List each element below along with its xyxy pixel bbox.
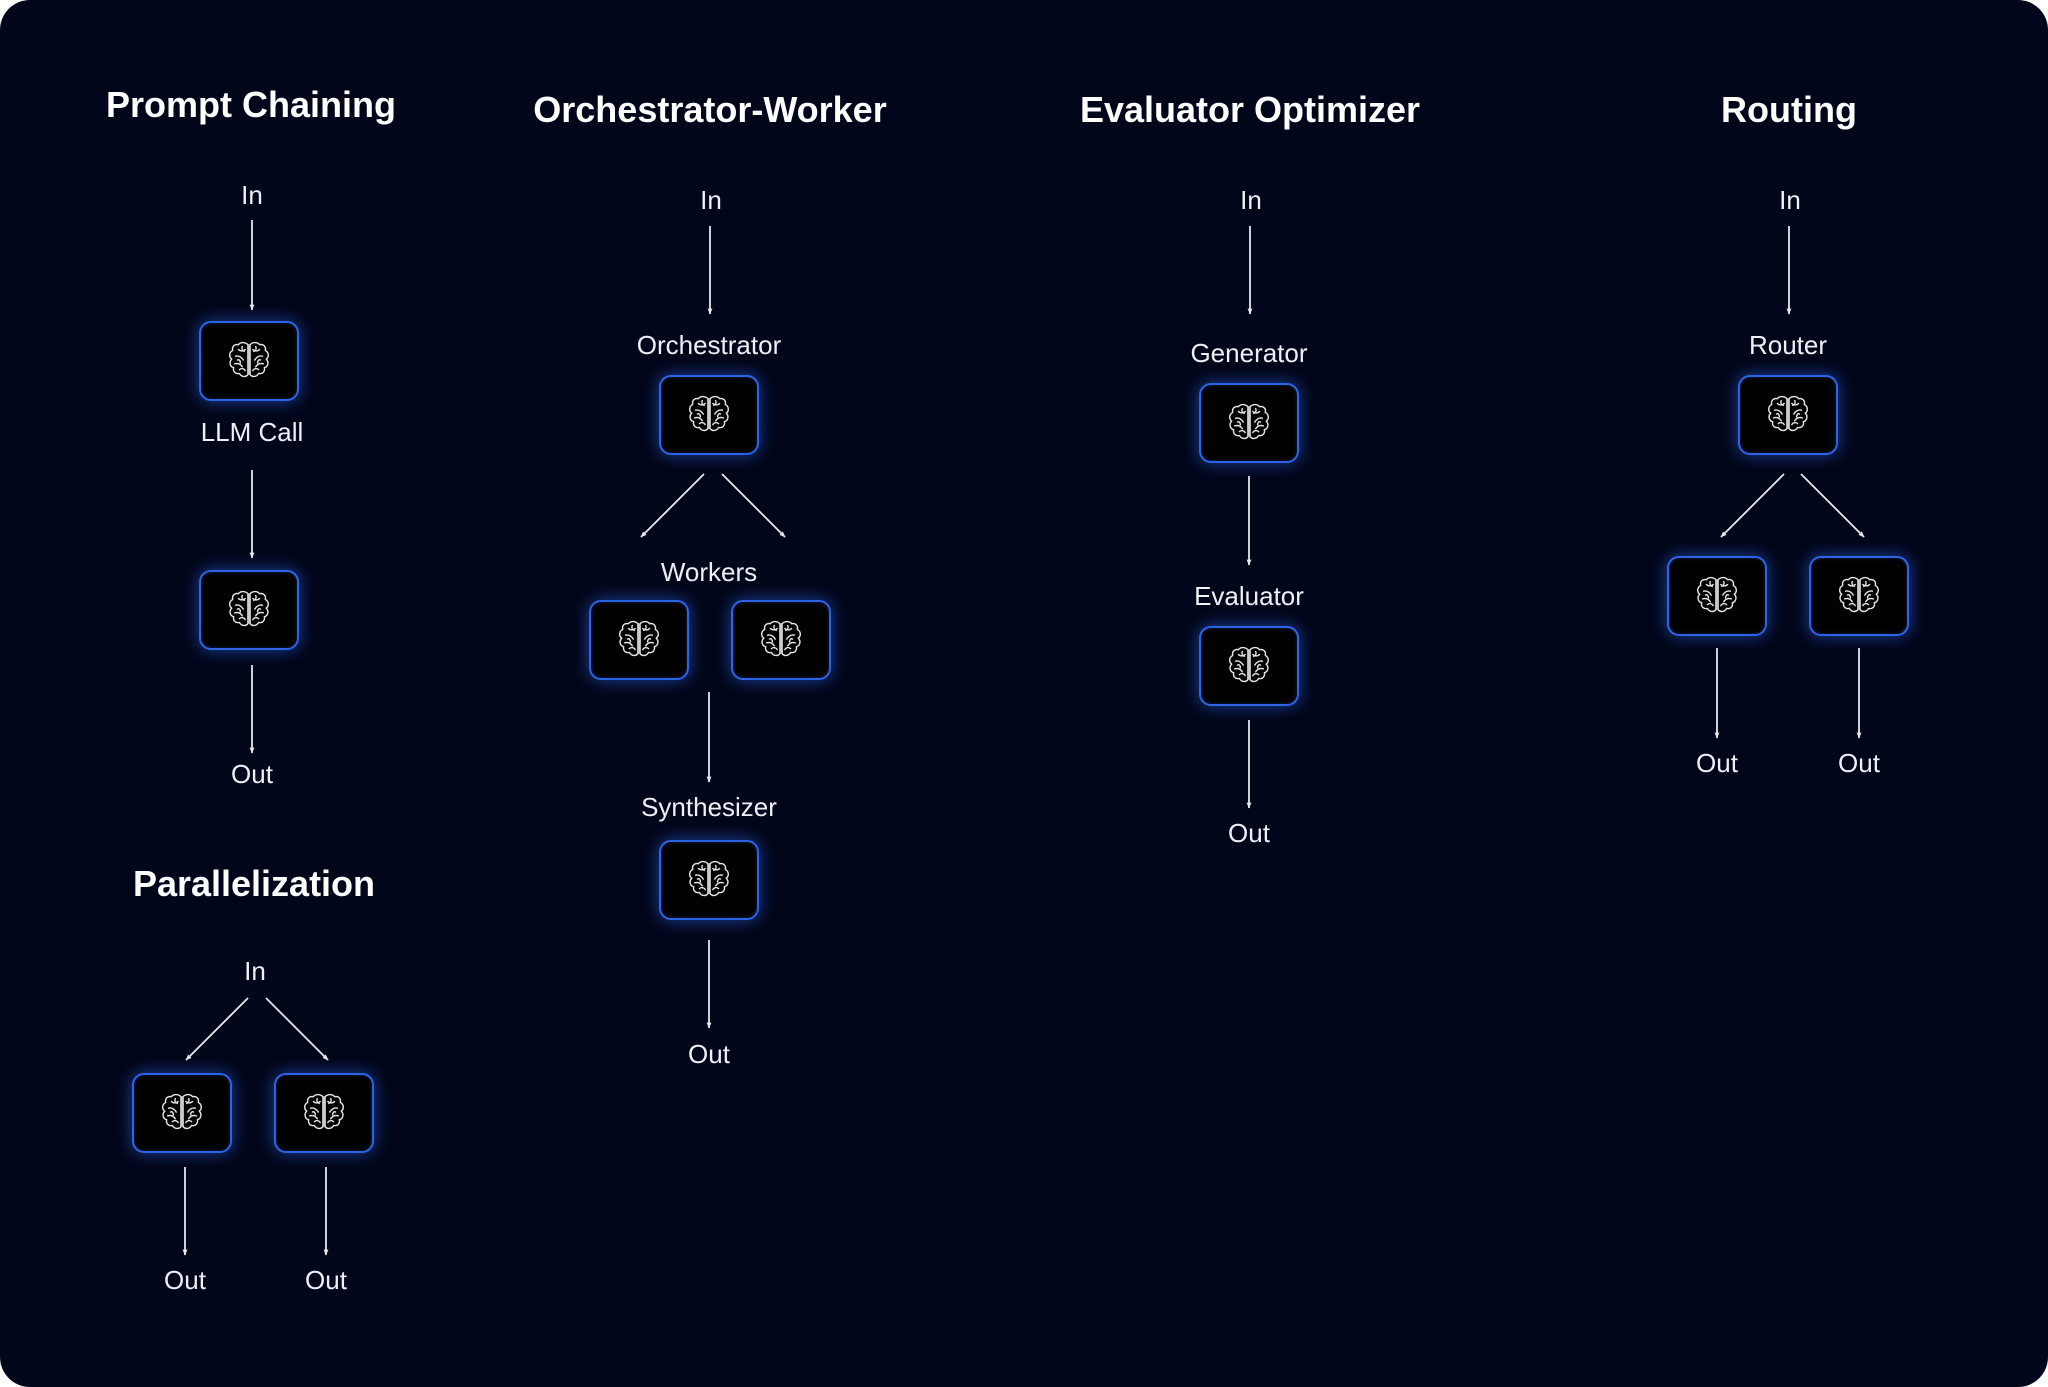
brain-icon: [758, 617, 804, 663]
brain-icon: [226, 587, 272, 633]
rt-out-right-label: Out: [1838, 748, 1880, 778]
ow-in-label: In: [700, 185, 722, 215]
ow-worker-node-left: [589, 600, 689, 680]
ow-worker-node-right: [731, 600, 831, 680]
rt-node-right: [1809, 556, 1909, 636]
pc-llm-call-node-1: [199, 321, 299, 401]
eo-generator-label: Generator: [1190, 338, 1308, 368]
pc-llm-call-node-2: [199, 570, 299, 650]
ow-orchestrator-label: Orchestrator: [636, 330, 782, 360]
rt-router-label: Router: [1748, 330, 1828, 360]
brain-icon: [1226, 400, 1272, 446]
arrow-ow-orch-to-worker-right: [721, 473, 786, 538]
arrow-ow-orch-to-worker-left: [640, 473, 705, 538]
par-in-label: In: [244, 956, 266, 986]
eo-in-label: In: [1240, 185, 1262, 215]
brain-icon: [1765, 392, 1811, 438]
rt-out-left-label: Out: [1696, 748, 1738, 778]
arrow-par-in-to-left: [185, 997, 249, 1061]
evaluator-optimizer-title: Evaluator Optimizer: [1079, 89, 1421, 130]
arrow-rt-router-to-left: [1720, 473, 1785, 538]
par-out-right-label: Out: [305, 1265, 347, 1295]
orchestrator-worker-title: Orchestrator-Worker: [533, 89, 887, 130]
brain-icon: [686, 392, 732, 438]
arrow-rt-router-to-right: [1800, 473, 1865, 538]
par-node-left: [132, 1073, 232, 1153]
ow-orchestrator-node: [659, 375, 759, 455]
eo-evaluator-node: [1199, 626, 1299, 706]
rt-in-label: In: [1779, 185, 1801, 215]
pc-in-label: In: [241, 180, 263, 210]
routing-title: Routing: [1721, 89, 1857, 130]
arrow-par-in-to-right: [265, 997, 329, 1061]
brain-icon: [301, 1090, 347, 1136]
eo-evaluator-label: Evaluator: [1194, 581, 1304, 611]
prompt-chaining-title: Prompt Chaining: [106, 84, 396, 125]
brain-icon: [1226, 643, 1272, 689]
ow-out-label: Out: [688, 1039, 730, 1069]
rt-node-left: [1667, 556, 1767, 636]
ow-synthesizer-label: Synthesizer: [641, 792, 777, 822]
eo-generator-node: [1199, 383, 1299, 463]
brain-icon: [616, 617, 662, 663]
brain-icon: [1694, 573, 1740, 619]
pc-out-label: Out: [231, 759, 273, 789]
rt-router-node: [1738, 375, 1838, 455]
par-node-right: [274, 1073, 374, 1153]
par-out-left-label: Out: [164, 1265, 206, 1295]
pc-llm-call-label: LLM Call: [200, 417, 304, 447]
ow-workers-label: Workers: [660, 557, 758, 587]
brain-icon: [1836, 573, 1882, 619]
parallelization-title: Parallelization: [132, 863, 376, 904]
eo-out-label: Out: [1228, 818, 1270, 848]
brain-icon: [226, 338, 272, 384]
ow-synthesizer-node: [659, 840, 759, 920]
brain-icon: [159, 1090, 205, 1136]
brain-icon: [686, 857, 732, 903]
